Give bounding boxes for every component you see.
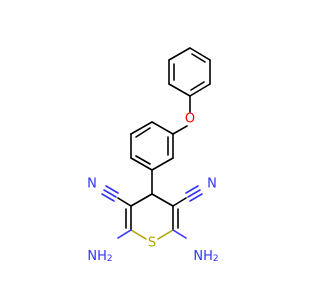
bond [151, 193, 174, 207]
aromatic-bond [190, 81, 205, 91]
triple-bond [185, 185, 199, 194]
phenyl-ring [168, 47, 211, 97]
amine-right-label: NH2 [193, 249, 218, 265]
bond [189, 47, 211, 61]
bond [151, 121, 174, 135]
sulfur-atom-label: S [148, 236, 156, 251]
bond [117, 229, 132, 239]
triple-bond [189, 193, 203, 202]
bond [151, 157, 174, 171]
bond [168, 83, 191, 97]
amine-left-label: NH2 [87, 249, 112, 265]
amine-left-subscript: 2 [107, 254, 113, 264]
ether-linkage [172, 95, 191, 135]
bond [189, 83, 211, 97]
bond [168, 47, 191, 61]
bond [157, 229, 174, 240]
bond [130, 229, 147, 240]
structure-diagram: O S N N NH2 NH2 [87, 47, 219, 265]
triple-bond [105, 185, 119, 194]
aromatic-bond [191, 53, 206, 63]
thiopyran-ring [125, 193, 179, 240]
middle-benzene-ring [130, 121, 174, 171]
nitrile-right-n-label: N [207, 177, 217, 192]
bond [172, 197, 187, 207]
bond [130, 157, 153, 171]
nitrile-left-n-label: N [87, 177, 97, 192]
bond [172, 229, 187, 239]
triple-bond [187, 189, 201, 198]
aromatic-bond [135, 155, 151, 165]
amine-right-text: NH [193, 249, 213, 264]
bond [130, 121, 153, 135]
molecule-structure: O S N N NH2 NH2 [87, 47, 219, 265]
bond [117, 197, 132, 207]
triple-bond [103, 189, 117, 198]
bond [172, 125, 188, 135]
aromatic-bond [135, 127, 151, 138]
amine-right-subscript: 2 [213, 254, 219, 264]
nitrile-left [101, 185, 132, 207]
amine-left-text: NH [87, 249, 107, 264]
bond [130, 193, 153, 207]
oxygen-atom-label: O [185, 112, 195, 127]
nitrile-right [172, 185, 203, 207]
triple-bond [101, 193, 115, 202]
